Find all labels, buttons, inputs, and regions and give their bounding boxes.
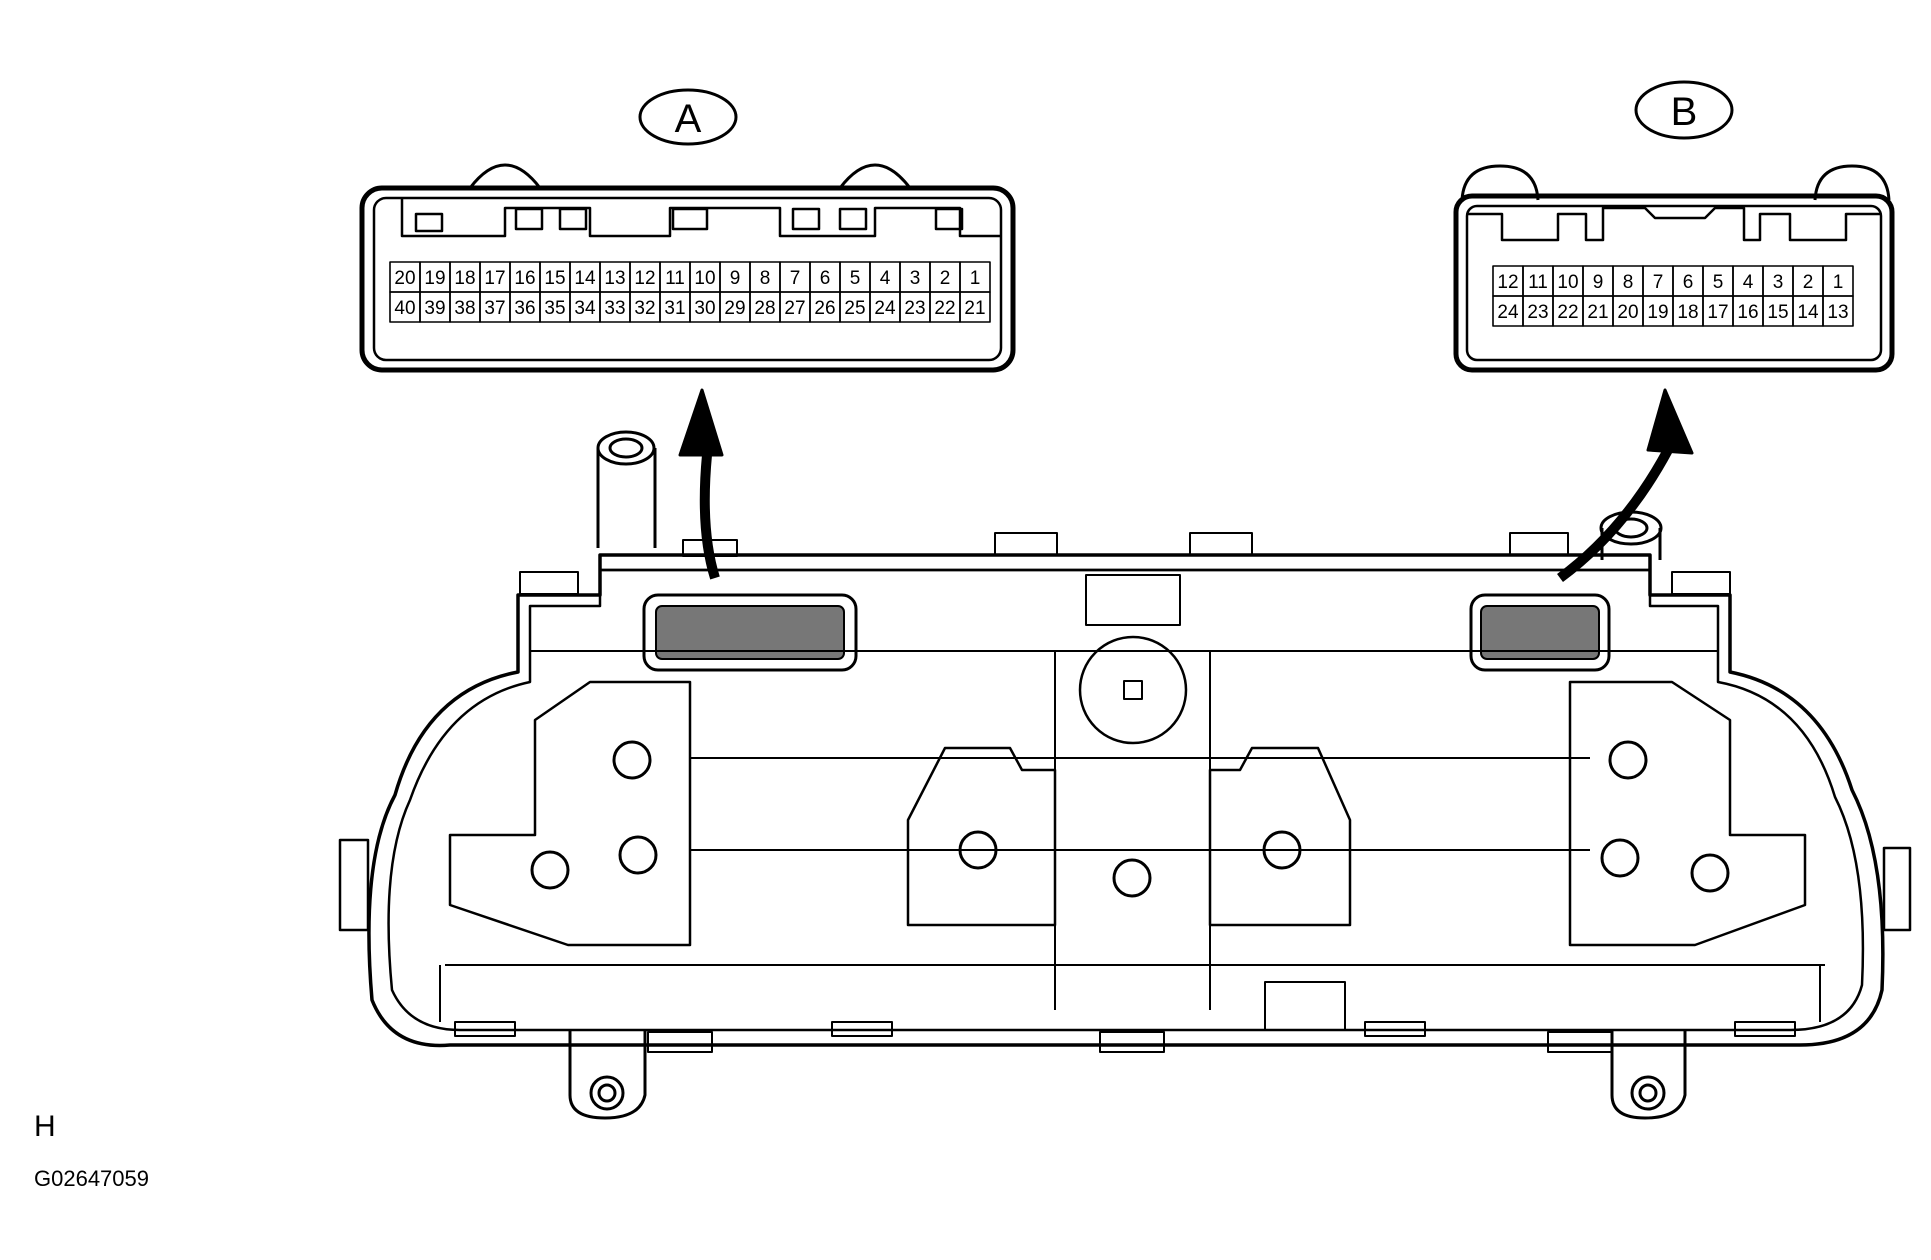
connector-a-pin-10: 10	[694, 268, 715, 289]
connector-a-pin-4: 4	[880, 268, 891, 289]
connector-a-pin-33: 33	[604, 298, 625, 319]
connector-b-pin-14: 14	[1797, 302, 1819, 323]
connector-b-pin-7: 7	[1653, 272, 1664, 293]
connector-a-pin-30: 30	[694, 298, 715, 319]
connector-a-pin-25: 25	[844, 298, 865, 319]
connector-a-pin-11: 11	[665, 268, 685, 289]
connector-a-pin-21: 21	[964, 298, 985, 319]
connector-a-pin-29: 29	[724, 298, 745, 319]
connector-b-pin-24: 24	[1497, 302, 1519, 323]
connector-b-pin-12: 12	[1497, 272, 1518, 293]
connector-a-pin-23: 23	[904, 298, 925, 319]
connector-b-pin-1: 1	[1833, 272, 1844, 293]
connector-b-pin-21: 21	[1587, 302, 1608, 323]
connector-a-pin-14: 14	[574, 268, 596, 289]
connector-a-pin-5: 5	[850, 268, 861, 289]
connector-a-pin-9: 9	[730, 268, 741, 289]
callout-b: B	[1634, 80, 1734, 140]
connector-a-pin-3: 3	[910, 268, 921, 289]
connector-a-pin-24: 24	[874, 298, 896, 319]
connector-a-pin-16: 16	[514, 268, 535, 289]
connector-a-pin-17: 17	[484, 268, 505, 289]
callout-b-label: B	[1671, 90, 1698, 134]
connector-a-pin-27: 27	[784, 298, 805, 319]
connector-b-pin-cell	[1822, 295, 1854, 327]
connector-a-pin-7: 7	[790, 268, 801, 289]
connector-a-pin-1: 1	[970, 268, 981, 289]
connector-b-pin-9: 9	[1593, 272, 1604, 293]
connector-b-pin-19: 19	[1647, 302, 1668, 323]
arrow-to-connector-b	[1557, 388, 1694, 583]
connector-a-pin-20: 20	[394, 268, 415, 289]
connector-a-pin-32: 32	[634, 298, 655, 319]
connector-b-pin-3: 3	[1773, 272, 1784, 293]
connector-b-pin-4: 4	[1743, 272, 1754, 293]
connector-a-pin-31: 31	[664, 298, 685, 319]
connector-a-pin-22: 22	[934, 298, 955, 319]
callout-a-label: A	[675, 97, 702, 141]
connector-b-pin-8: 8	[1623, 272, 1634, 293]
connector-a-pin-6: 6	[820, 268, 831, 289]
connector-b-pin-18: 18	[1677, 302, 1698, 323]
connector-a-pin-39: 39	[424, 298, 445, 319]
connector-a-pin-35: 35	[544, 298, 565, 319]
connector-a-pin-38: 38	[454, 298, 475, 319]
meter-housing	[338, 430, 1912, 1120]
connector-a-pin-12: 12	[634, 268, 655, 289]
connector-b-pin-16: 16	[1737, 302, 1758, 323]
connector-b-pin-6: 6	[1683, 272, 1694, 293]
connector-a-pin-28: 28	[754, 298, 775, 319]
connector-b-pin-17: 17	[1707, 302, 1728, 323]
connector-b-pin-20: 20	[1617, 302, 1638, 323]
connector-a-pin-34: 34	[574, 298, 596, 319]
connector-b-pin-5: 5	[1713, 272, 1724, 293]
connector-a-pin-37: 37	[484, 298, 505, 319]
connector-b-pin-22: 22	[1557, 302, 1578, 323]
connector-a-pin-2: 2	[940, 268, 951, 289]
section-mark: H	[34, 1110, 56, 1143]
connector-b-pin-2: 2	[1803, 272, 1814, 293]
connector-a-pin-19: 19	[424, 268, 445, 289]
connector-a-pin-13: 13	[604, 268, 625, 289]
callout-a: A	[638, 88, 738, 146]
connector-a-pin-26: 26	[814, 298, 835, 319]
connector-b-pin-13: 13	[1827, 302, 1848, 323]
connector-b-pin-15: 15	[1767, 302, 1788, 323]
connector-b-pin-11: 11	[1528, 272, 1548, 293]
connector-b-pin-23: 23	[1527, 302, 1548, 323]
connector-b-pin-10: 10	[1557, 272, 1578, 293]
connector-a-pin-18: 18	[454, 268, 475, 289]
figure-code: G02647059	[34, 1166, 149, 1191]
connector-a-pin-40: 40	[394, 298, 415, 319]
connector-a-pin-15: 15	[544, 268, 565, 289]
arrow-to-connector-a	[678, 388, 724, 580]
connector-a-pin-8: 8	[760, 268, 771, 289]
connector-a-pin-36: 36	[514, 298, 535, 319]
connector-a-pin-cell	[959, 291, 991, 323]
